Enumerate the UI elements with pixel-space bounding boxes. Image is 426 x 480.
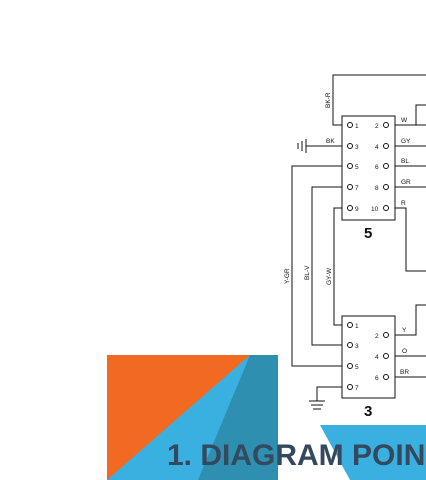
c3-pin-7-circle [347, 384, 353, 390]
c3-pin-5: 5 [355, 364, 359, 371]
wire-label-gy: GY [401, 138, 411, 145]
c5-pin-3: 3 [355, 144, 359, 151]
c3-pin-3: 3 [355, 343, 359, 350]
connector-3-pin-circles [347, 322, 389, 390]
c5-pin-4-circle [383, 143, 389, 149]
wire-label-bk-r: BK-R [325, 92, 332, 108]
wire-label-y-gr: Y-GR [284, 268, 291, 284]
c5-pin-2: 2 [375, 123, 379, 130]
wire-label-w: W [401, 117, 408, 124]
connector-3-pin-numbers: 1 2 3 4 5 6 7 [355, 323, 379, 392]
c5-pin-7: 7 [355, 185, 359, 192]
connector-5: 5 [341, 115, 396, 242]
connector-5-pin-numbers: 1 2 3 4 5 6 7 8 9 10 [355, 123, 379, 213]
teal-band [198, 355, 278, 480]
c5-pin-9-circle [347, 205, 353, 211]
connector-5-label: 5 [364, 225, 372, 242]
c5-pin-10: 10 [371, 206, 379, 213]
blue-band-right [320, 425, 426, 480]
wire-label-y: Y [402, 327, 407, 334]
c5-pin-10-circle [383, 205, 389, 211]
c3-pin-1: 1 [355, 323, 359, 330]
c5-pin-3-circle [347, 143, 353, 149]
c5-pin-1-circle [347, 122, 353, 128]
c3-pin-1-circle [347, 322, 353, 328]
c5-pin-6: 6 [375, 164, 379, 171]
wire-label-gr: GR [401, 179, 411, 186]
c3-pin-4-circle [383, 353, 389, 359]
c3-pin-4: 4 [375, 354, 379, 361]
slide-title: 1. DIAGRAM POIN [167, 439, 426, 472]
orange-triangle [107, 355, 250, 480]
connector-3-label: 3 [364, 403, 372, 420]
c5-pin-8: 8 [375, 185, 379, 192]
c5-pin-7-circle [347, 184, 353, 190]
c3-pin-3-circle [347, 342, 353, 348]
c5-pin-9: 9 [355, 206, 359, 213]
wire-label-o: O [402, 348, 407, 355]
c5-pin-8-circle [383, 184, 389, 190]
c3-pin-2-circle [383, 332, 389, 338]
wire-label-bl: BL [401, 158, 409, 165]
wire-labels: BK-R BK W GY BL GR R Y-GR BL-V GY-W Y O … [284, 92, 411, 376]
c3-pin-6: 6 [375, 375, 379, 382]
wire-label-bk: BK [326, 138, 335, 145]
c3-pin-7: 7 [355, 385, 359, 392]
wire-label-gy-w: GY-W [326, 267, 333, 285]
wire-label-r: R [401, 200, 406, 207]
connector-5-pin-circles [347, 122, 389, 211]
c5-pin-6-circle [383, 163, 389, 169]
c5-pin-4: 4 [375, 144, 379, 151]
c3-pin-2: 2 [375, 333, 379, 340]
c5-pin-5-circle [347, 163, 353, 169]
c5-pin-5: 5 [355, 164, 359, 171]
c5-pin-1: 1 [355, 123, 359, 130]
c3-pin-5-circle [347, 363, 353, 369]
wire-label-bl-v: BL-V [304, 265, 311, 280]
wire-label-br: BR [400, 369, 409, 376]
c5-pin-2-circle [383, 122, 389, 128]
c3-pin-6-circle [383, 374, 389, 380]
